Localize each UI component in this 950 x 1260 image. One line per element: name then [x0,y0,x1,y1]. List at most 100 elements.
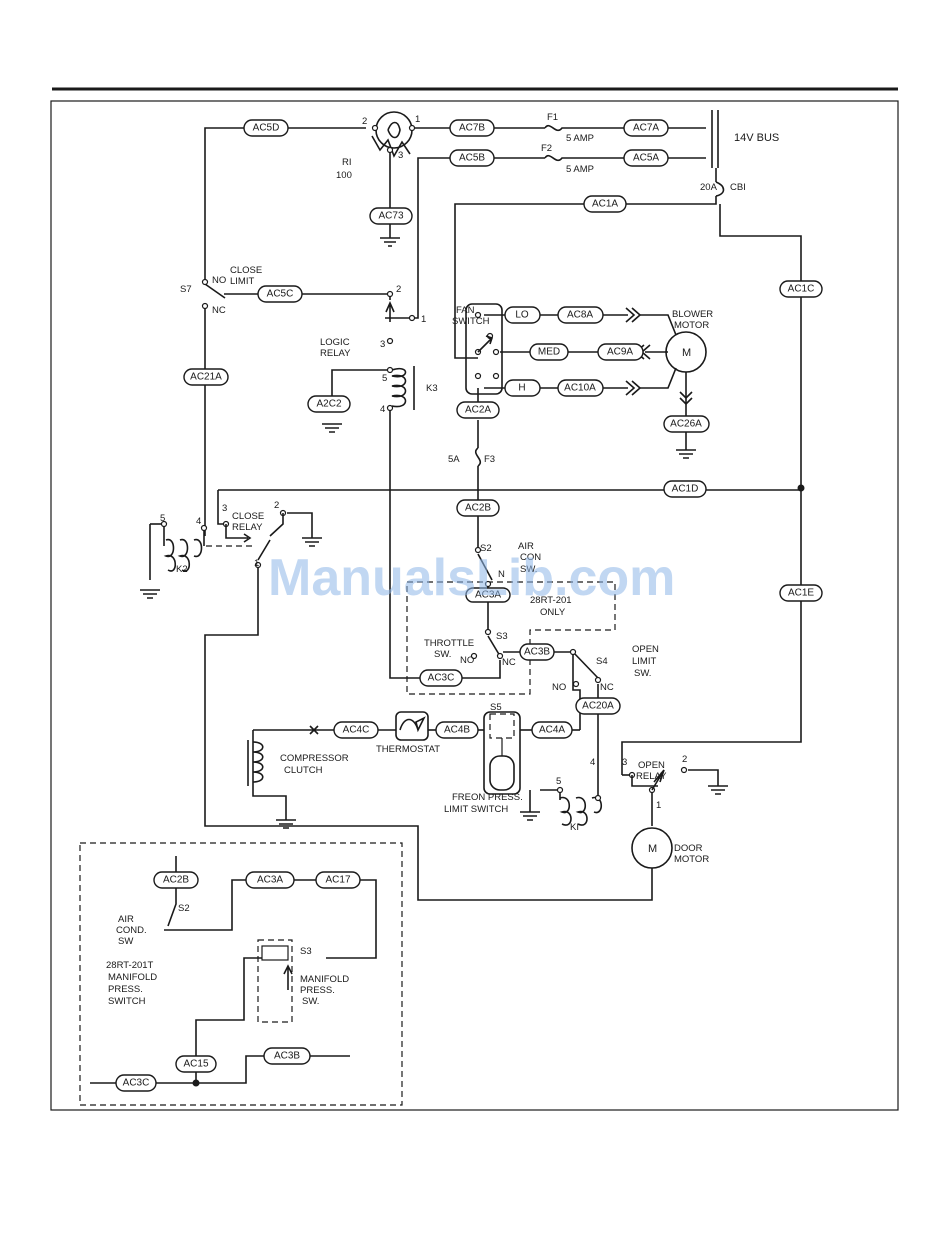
inset-label-model-1: 28RT-201T [106,960,154,971]
label-s7: S7 [180,284,192,295]
inset-label-model-4: SWITCH [108,996,146,1007]
label-logic-relay-1: LOGIC [320,337,350,348]
svg-text:AC5B: AC5B [459,153,485,164]
svg-text:AC4A: AC4A [539,725,565,736]
open-relay [628,766,688,794]
label-f1: F1 [547,112,558,123]
inset-label-air-1: AIR [118,914,134,925]
svg-text:AC3A: AC3A [257,875,283,886]
label-blower-1: BLOWER [672,309,713,320]
label-r1: RI [342,157,352,168]
freon-press-limit-switch [483,711,521,795]
svg-text:AC21A: AC21A [190,372,222,383]
label-door-motor-1: DOOR [674,843,703,854]
label-s7-nc: NC [212,305,226,316]
label-fan-switch-1: FAN [456,305,475,316]
svg-text:AC4B: AC4B [444,725,470,736]
label-open-limit-1: OPEN [632,644,659,655]
wire-tag-ac5a: AC5A [623,149,669,167]
svg-text:AC3A: AC3A [475,590,501,601]
pin-k3-4: 4 [380,404,385,415]
label-r1-value: 100 [336,170,352,181]
inset-label-manifold-3: SW. [302,996,319,1007]
pin-r1-3: 3 [398,150,403,161]
wire-tag-med: MED [529,343,569,361]
wire-tag-ac9a: AC9A [597,343,644,361]
pin-k3-2: 2 [396,284,401,295]
wire-tag-ac10a: AC10A [557,379,604,397]
label-compressor-2: CLUTCH [284,765,323,776]
pin-k2-4: 4 [196,516,201,527]
pin-r1-2: 2 [362,116,367,127]
wire-tag-ac2b: AC2B [456,499,500,517]
wire-tag-ac3c: AC3C [419,669,463,687]
svg-text:AC4C: AC4C [343,725,370,736]
label-f2: F2 [541,143,552,154]
label-fan-switch-2: SWITCH [452,316,490,327]
svg-text:LO: LO [515,310,529,321]
svg-text:AC8A: AC8A [567,310,593,321]
label-compressor-1: COMPRESSOR [280,753,349,764]
label-freon-1: FREON PRESS. [452,792,523,803]
inset-tag-ac15: AC15 [175,1055,217,1073]
svg-text:AC5C: AC5C [267,289,294,300]
svg-text:MED: MED [538,347,560,358]
pin-k3-1: 1 [421,314,426,325]
pin-k3-3: 3 [380,339,385,350]
label-k3: K3 [426,383,438,394]
label-throttle-1: THROTTLE [424,638,474,649]
label-s4-no: NO [552,682,566,693]
wire-tag-ac7a: AC7A [623,119,669,137]
label-f2-amp: 5 AMP [566,164,594,175]
label-k2: K2 [176,564,188,575]
label-close-limit-1: CLOSE [230,265,262,276]
inset-28rt-201t [79,842,403,1106]
inset-label-air-3: SW [118,936,133,947]
diagram-frame [50,100,899,1111]
svg-text:AC2B: AC2B [163,875,189,886]
pin-k3-5: 5 [382,373,387,384]
svg-text:AC26A: AC26A [670,419,702,430]
svg-text:AC1E: AC1E [788,588,814,599]
logic-relay-k3 [385,290,416,412]
pin-r1-1: 1 [415,114,420,125]
wire-tag-ac8a: AC8A [557,306,604,324]
inset-tag-ac2b: AC2B [153,871,199,889]
svg-text:AC73: AC73 [378,211,403,222]
pin-k2-1: 1 [254,558,259,569]
component-labels: RI 100 2 1 3 F1 5 AMP F2 5 AMP 14V BUS 2… [106,112,779,1007]
inset-tag-ac17: AC17 [315,871,361,889]
label-blower-2: MOTOR [674,320,709,331]
svg-text:AC7A: AC7A [633,123,659,134]
inset-label-s2: S2 [178,903,190,914]
wire-tag-ac1c: AC1C [779,280,823,298]
inset-label-model-2: MANIFOLD [108,972,157,983]
svg-text:AC1D: AC1D [672,484,699,495]
wire-tag-ac3a: AC3A [465,587,511,603]
wire-tag-ac73: AC73 [369,207,413,225]
svg-text:AC5A: AC5A [633,153,659,164]
svg-text:AC2B: AC2B [465,503,491,514]
fuse-f3 [474,447,482,467]
label-f3: F3 [484,454,495,465]
open-relay-k1 [556,786,603,826]
label-open-relay-2: RELAY [636,771,667,782]
label-air-cond-3: SW. [520,564,537,575]
pin-open-relay-3: 3 [622,757,627,768]
wire-tag-ac5b: AC5B [449,149,495,167]
wire-tag-ac4b: AC4B [435,721,479,739]
pin-k1-4: 4 [590,757,595,768]
pin-k2-3: 3 [222,503,227,514]
svg-text:AC10A: AC10A [564,383,596,394]
wire-tag-lo: LO [504,306,541,324]
svg-text:AC1C: AC1C [788,284,815,295]
wire-tag-ac7b: AC7B [449,119,495,137]
rheostat-r1 [371,111,416,158]
wire-tag-ac1e: AC1E [779,584,823,602]
label-s4: S4 [596,656,608,667]
inset-tag-ac3b: AC3B [263,1047,311,1065]
pin-open-relay-1: 1 [656,800,661,811]
pin-k1-5: 5 [556,776,561,787]
svg-text:AC3C: AC3C [428,673,455,684]
